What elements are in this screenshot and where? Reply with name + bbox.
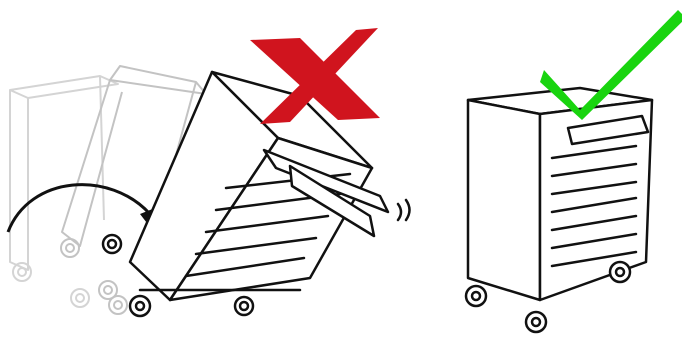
correct-example-panel [440, 0, 682, 340]
stable-cart [466, 88, 652, 332]
ghost-cart-upright [10, 76, 118, 307]
stable-cart-drawing [440, 0, 682, 340]
wrong-example-panel [0, 0, 440, 340]
tipping-cart-drawing [0, 0, 440, 340]
